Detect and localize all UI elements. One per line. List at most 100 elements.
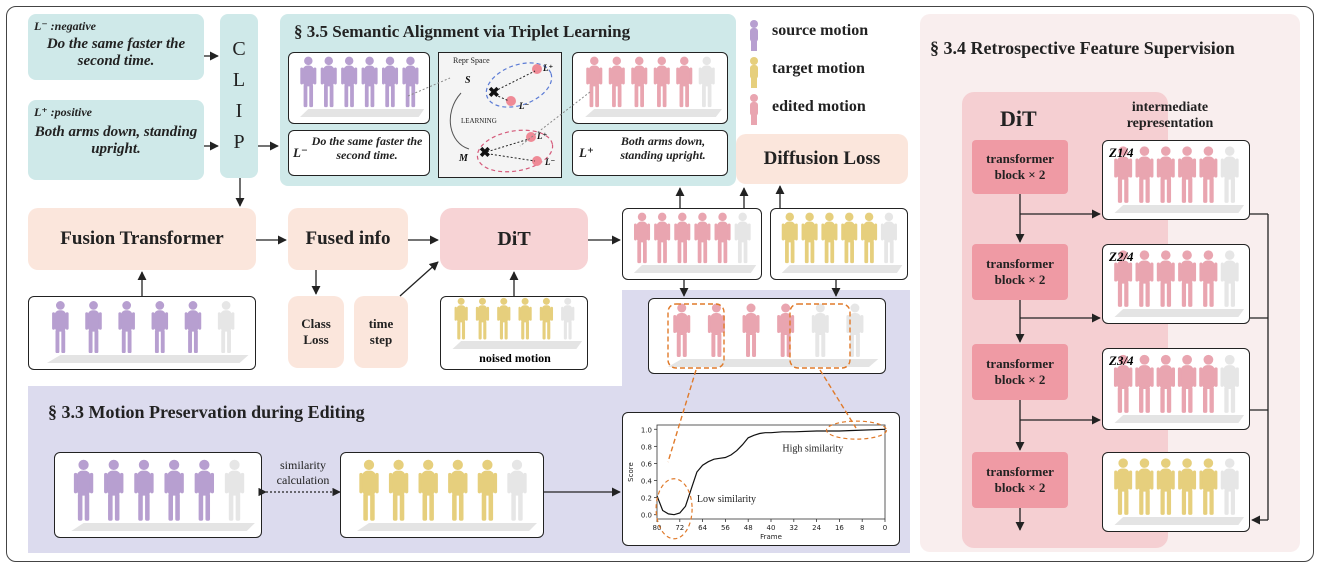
motion-figure	[151, 301, 169, 354]
fused-info-box: Fused info	[288, 208, 408, 270]
similarity-label: similarity calculation	[276, 458, 330, 487]
y-tick-label: 1.0	[641, 426, 652, 434]
motion-figure	[1199, 354, 1218, 413]
motion-figure	[821, 212, 838, 264]
motion-figure	[676, 56, 693, 108]
motion-figure	[454, 297, 468, 340]
motion-figure	[1178, 146, 1197, 203]
motion-figure	[194, 459, 215, 521]
motion-figure	[104, 459, 124, 521]
anchor-m-label: M	[458, 153, 469, 164]
x-tick-label: 48	[744, 524, 753, 532]
y-tick-label: 0.2	[641, 495, 652, 503]
z2-label: Z2/4	[1109, 249, 1134, 264]
fused-info-label: Fused info	[305, 228, 391, 249]
motion-figure	[880, 212, 897, 264]
legend-target-icon	[750, 57, 758, 88]
motion-figure	[1199, 250, 1218, 307]
z2-figures	[1114, 250, 1245, 317]
motion-floor	[781, 265, 903, 273]
transformer-block-1: transformer block × 2	[972, 140, 1068, 194]
clip-letter: L	[232, 69, 246, 91]
retro-target-figures	[1114, 458, 1245, 525]
motion-figure	[1220, 146, 1239, 203]
motion-figure	[586, 56, 603, 108]
source-motion-frame	[288, 52, 430, 124]
l-minus-label-2: L⁻	[544, 157, 555, 167]
motion-figure	[85, 301, 102, 354]
motion-figure	[1114, 146, 1133, 203]
z3-label: Z3/4	[1109, 353, 1134, 368]
motion-figure	[781, 212, 798, 264]
class-loss-label: Class Loss	[301, 316, 331, 347]
x-tick-label: 24	[812, 524, 821, 532]
y-axis-label: Score	[627, 462, 635, 482]
motion-figure	[184, 301, 202, 354]
retro-title: § 3.4 Retrospective Feature Supervision	[930, 38, 1235, 58]
motion-figure	[341, 56, 358, 108]
l-plus-label: L⁺	[542, 63, 553, 73]
dit-box: DiT	[440, 208, 588, 270]
motion-figure	[734, 212, 751, 264]
negative-text: Do the same faster the second time.	[46, 36, 186, 70]
target-output-figures	[781, 212, 903, 273]
anchor-s-label: S	[465, 75, 471, 86]
retro-dit-label: DiT	[1000, 106, 1037, 131]
neg-caption-label: L⁻	[293, 145, 308, 160]
target-motion-figures-2	[357, 459, 537, 531]
motion-figure	[52, 301, 69, 354]
y-tick-label: 0.8	[641, 443, 652, 451]
motion-figure	[1177, 354, 1197, 413]
x-tick-label: 72	[675, 524, 684, 532]
motion-figure	[694, 212, 711, 264]
y-tick-label: 0.4	[641, 478, 653, 486]
noised-motion-figures	[452, 297, 583, 349]
repr-space-diagram: ✖ ✖ Repr Space S M LEARNING L⁺ L⁻ L⁺ L⁻	[449, 56, 555, 173]
motion-figure	[300, 56, 317, 108]
neg-caption-text: Do the same faster the second time.	[311, 134, 423, 162]
motion-figure	[1199, 458, 1218, 515]
positive-text: Both arms down, standing upright.	[34, 124, 198, 158]
positive-tag: L⁺ :positive	[34, 105, 92, 119]
motion-figure	[1135, 458, 1154, 515]
x-tick-label: 32	[789, 524, 798, 532]
noised-motion-label: noised motion	[479, 351, 551, 365]
dit-label: DiT	[497, 227, 531, 250]
outer-frame	[6, 6, 1314, 562]
noised-motion-frame: noised motion	[440, 296, 588, 370]
motion-figure	[561, 297, 575, 340]
motion-figure	[217, 301, 235, 354]
motion-figure	[742, 303, 760, 357]
motion-figure	[1178, 458, 1197, 515]
motion-floor	[633, 265, 757, 273]
motion-figure	[134, 459, 154, 521]
diffusion-loss-box: Diffusion Loss	[736, 134, 908, 184]
motion-figure	[448, 459, 468, 521]
intermediate-label: intermediate representation	[1126, 100, 1214, 132]
clip-letter: I	[235, 100, 243, 122]
motion-figure	[73, 459, 94, 521]
motion-figure	[631, 56, 648, 108]
z2-frame: Z2/4	[1102, 244, 1250, 324]
motion-floor	[1114, 415, 1245, 423]
motion-figure	[673, 303, 691, 357]
motion-figure	[539, 297, 554, 340]
semantic-title: § 3.5 Semantic Alignment via Triplet Lea…	[294, 22, 631, 41]
motion-figure	[777, 303, 795, 357]
repr-space-label: Repr Space	[453, 56, 490, 65]
legend-source-icon	[750, 20, 758, 51]
motion-floor	[357, 523, 537, 531]
x-tick-label: 0	[883, 524, 887, 532]
motion-floor	[71, 523, 255, 531]
motion-figure	[1156, 458, 1175, 515]
motion-figure	[653, 56, 670, 108]
y-tick-label: 0.0	[641, 512, 652, 520]
negative-tag: L⁻ :negative	[34, 19, 96, 33]
z1-label: Z1/4	[1109, 145, 1134, 160]
motion-floor	[300, 109, 425, 117]
motion-floor	[1114, 309, 1245, 317]
target-motion-frame-2	[340, 452, 544, 538]
edited-motion-figures-top	[585, 56, 722, 117]
motion-figure	[1220, 354, 1239, 413]
transformer-block-4: transformer block × 2	[972, 452, 1068, 508]
